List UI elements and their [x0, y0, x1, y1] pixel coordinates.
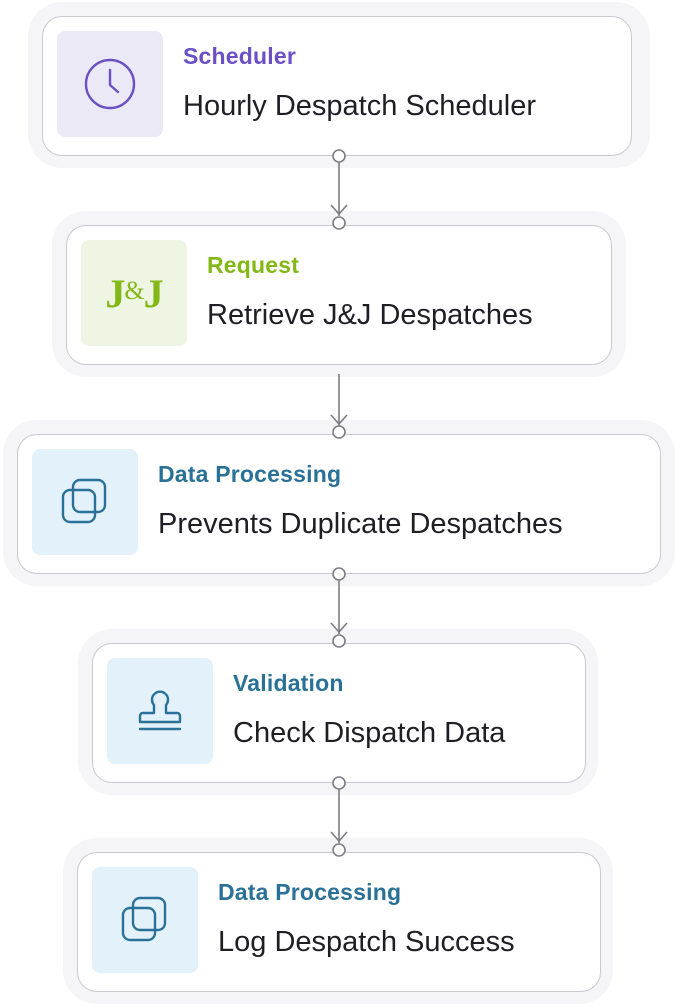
connector-1: [330, 149, 348, 230]
jnj-logo: J&J: [105, 270, 163, 316]
layers-icon: [121, 896, 167, 942]
node-type-label: Data Processing: [218, 879, 402, 905]
node-request[interactable]: J&J Request Retrieve J&J Despatches: [66, 225, 612, 365]
icon-tile: [57, 31, 163, 137]
node-type-label: Data Processing: [158, 461, 342, 487]
connector-3: [330, 567, 348, 648]
node-title: Prevents Duplicate Despatches: [158, 508, 563, 540]
icon-tile: [107, 658, 213, 764]
node-validation[interactable]: Validation Check Dispatch Data: [92, 643, 586, 783]
connector-4: [330, 776, 348, 857]
node-type-label: Validation: [233, 670, 344, 696]
icon-tile: [32, 449, 138, 555]
icon-tile: J&J: [81, 240, 187, 346]
layers-icon: [61, 478, 107, 524]
node-type-label: Scheduler: [183, 43, 297, 69]
node-title: Retrieve J&J Despatches: [207, 299, 533, 331]
node-title: Check Dispatch Data: [233, 717, 506, 749]
node-title: Hourly Despatch Scheduler: [183, 90, 537, 122]
stamp-icon: [138, 690, 182, 731]
clock-icon: [84, 58, 136, 110]
connector-2: [330, 374, 348, 439]
node-title: Log Despatch Success: [218, 926, 515, 958]
icon-tile: [92, 867, 198, 973]
node-scheduler[interactable]: Scheduler Hourly Despatch Scheduler: [42, 16, 632, 156]
node-type-label: Request: [207, 252, 300, 278]
